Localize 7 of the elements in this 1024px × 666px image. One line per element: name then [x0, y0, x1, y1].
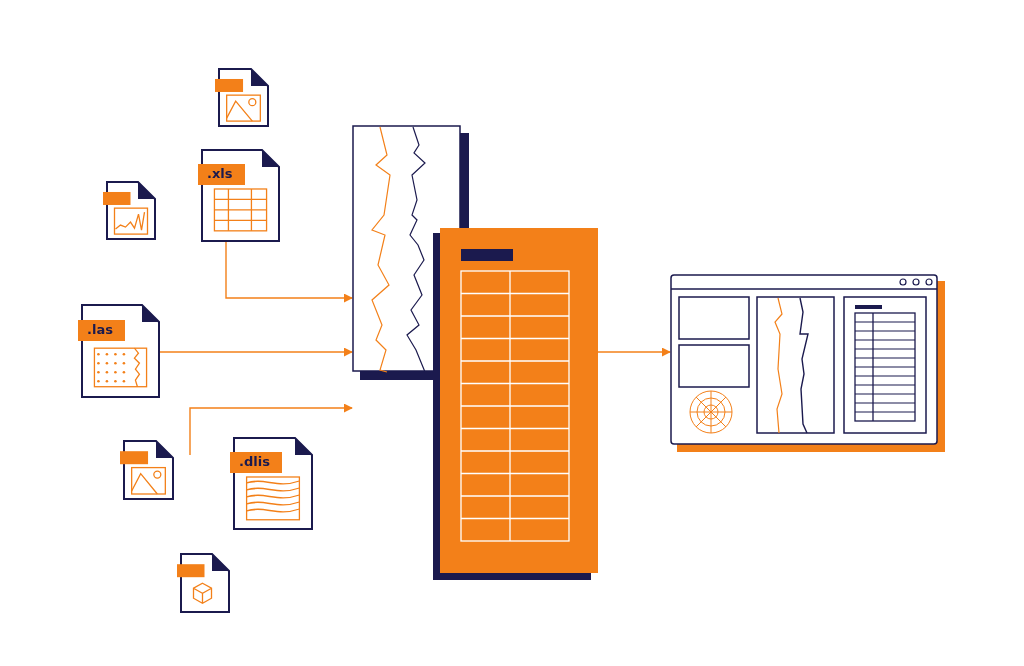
arrow [189, 403, 353, 456]
file-extension-label: .xls [198, 164, 245, 186]
file-extension-label: .las [78, 319, 125, 341]
arrow [225, 241, 353, 303]
file-extension-label: .dlis [230, 452, 282, 474]
arrow [159, 347, 353, 357]
arrow [597, 347, 671, 357]
